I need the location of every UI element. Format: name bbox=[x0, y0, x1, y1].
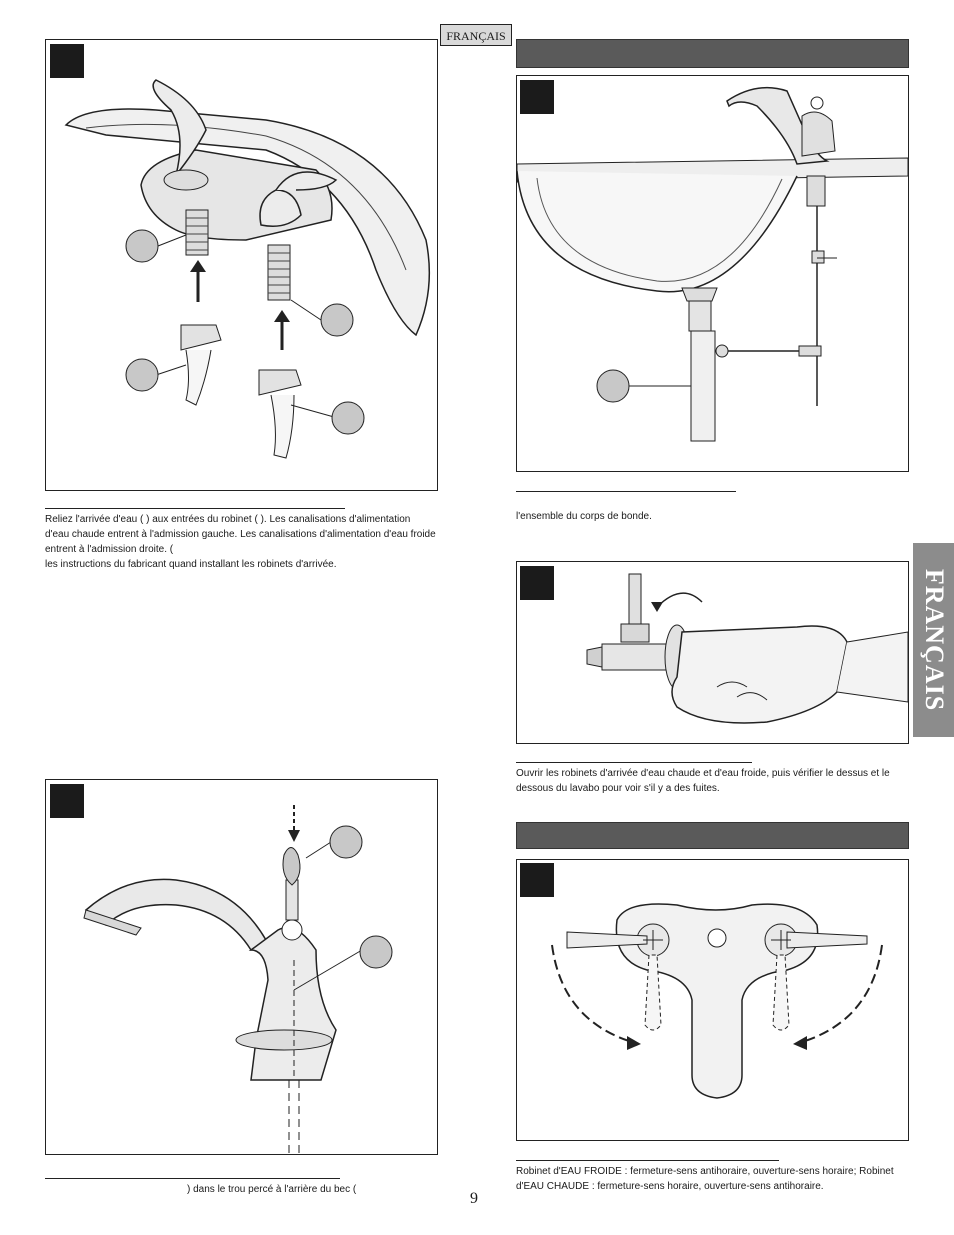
caption-line: Robinet d'EAU FROIDE : fermeture-sens an… bbox=[516, 1166, 894, 1177]
valve-illustration bbox=[586, 573, 908, 724]
step-number-box bbox=[520, 80, 554, 114]
caption-line: dessous du lavabo pour voir s'il y a des… bbox=[516, 783, 720, 794]
figure-supply-valves bbox=[516, 561, 909, 744]
caption-line: d'EAU CHAUDE : fermeture-sens horaire, o… bbox=[516, 1181, 824, 1192]
side-tab-label: FRANÇAIS bbox=[919, 568, 949, 712]
step-number-box bbox=[50, 44, 84, 78]
step-number-box bbox=[50, 784, 84, 818]
caption-line: Reliez l'arrivée d'eau ( ) aux entrées d… bbox=[45, 514, 411, 525]
figure-supply-lines bbox=[45, 39, 438, 491]
caption-lift-rod: ) dans le trou percé à l'arrière du bec … bbox=[187, 1184, 357, 1195]
caption-supply-lines: Reliez l'arrivée d'eau ( ) aux entrées d… bbox=[45, 512, 445, 572]
caption-line: d'eau chaude entrent à l'admission gauch… bbox=[45, 529, 436, 540]
caption-rule bbox=[45, 508, 345, 509]
language-side-tab: FRANÇAIS bbox=[913, 543, 954, 737]
figure-drain-assembly bbox=[516, 75, 909, 472]
figure-handle-rotation bbox=[516, 859, 909, 1141]
caption-handles: Robinet d'EAU FROIDE : fermeture-sens an… bbox=[516, 1164, 909, 1194]
section-bar-drain bbox=[516, 39, 909, 68]
figure-lift-rod bbox=[45, 779, 438, 1155]
caption-rule bbox=[516, 491, 736, 492]
page-number: 9 bbox=[470, 1190, 478, 1207]
caption-line: les instructions du fabricant quand inst… bbox=[45, 559, 337, 570]
caption-rule bbox=[516, 762, 752, 763]
drain-illustration bbox=[517, 86, 908, 442]
caption-line: Ouvrir les robinets d'arrivée d'eau chau… bbox=[516, 768, 890, 779]
step-number-box bbox=[520, 566, 554, 600]
caption-leaks: Ouvrir les robinets d'arrivée d'eau chau… bbox=[516, 766, 909, 796]
lift-rod-illustration bbox=[83, 805, 393, 1154]
caption-rule bbox=[516, 1160, 779, 1161]
caption-line: entrent à l'admission droite. ( bbox=[45, 544, 174, 555]
step-number-box bbox=[520, 863, 554, 897]
caption-drain: l'ensemble du corps de bonde. bbox=[516, 511, 652, 522]
language-tag: FRANÇAIS bbox=[440, 24, 512, 46]
section-bar-handles bbox=[516, 822, 909, 849]
handle-rotation-illustration bbox=[551, 903, 883, 1099]
faucet-supply-illustration bbox=[64, 79, 431, 459]
caption-rule bbox=[45, 1178, 340, 1179]
